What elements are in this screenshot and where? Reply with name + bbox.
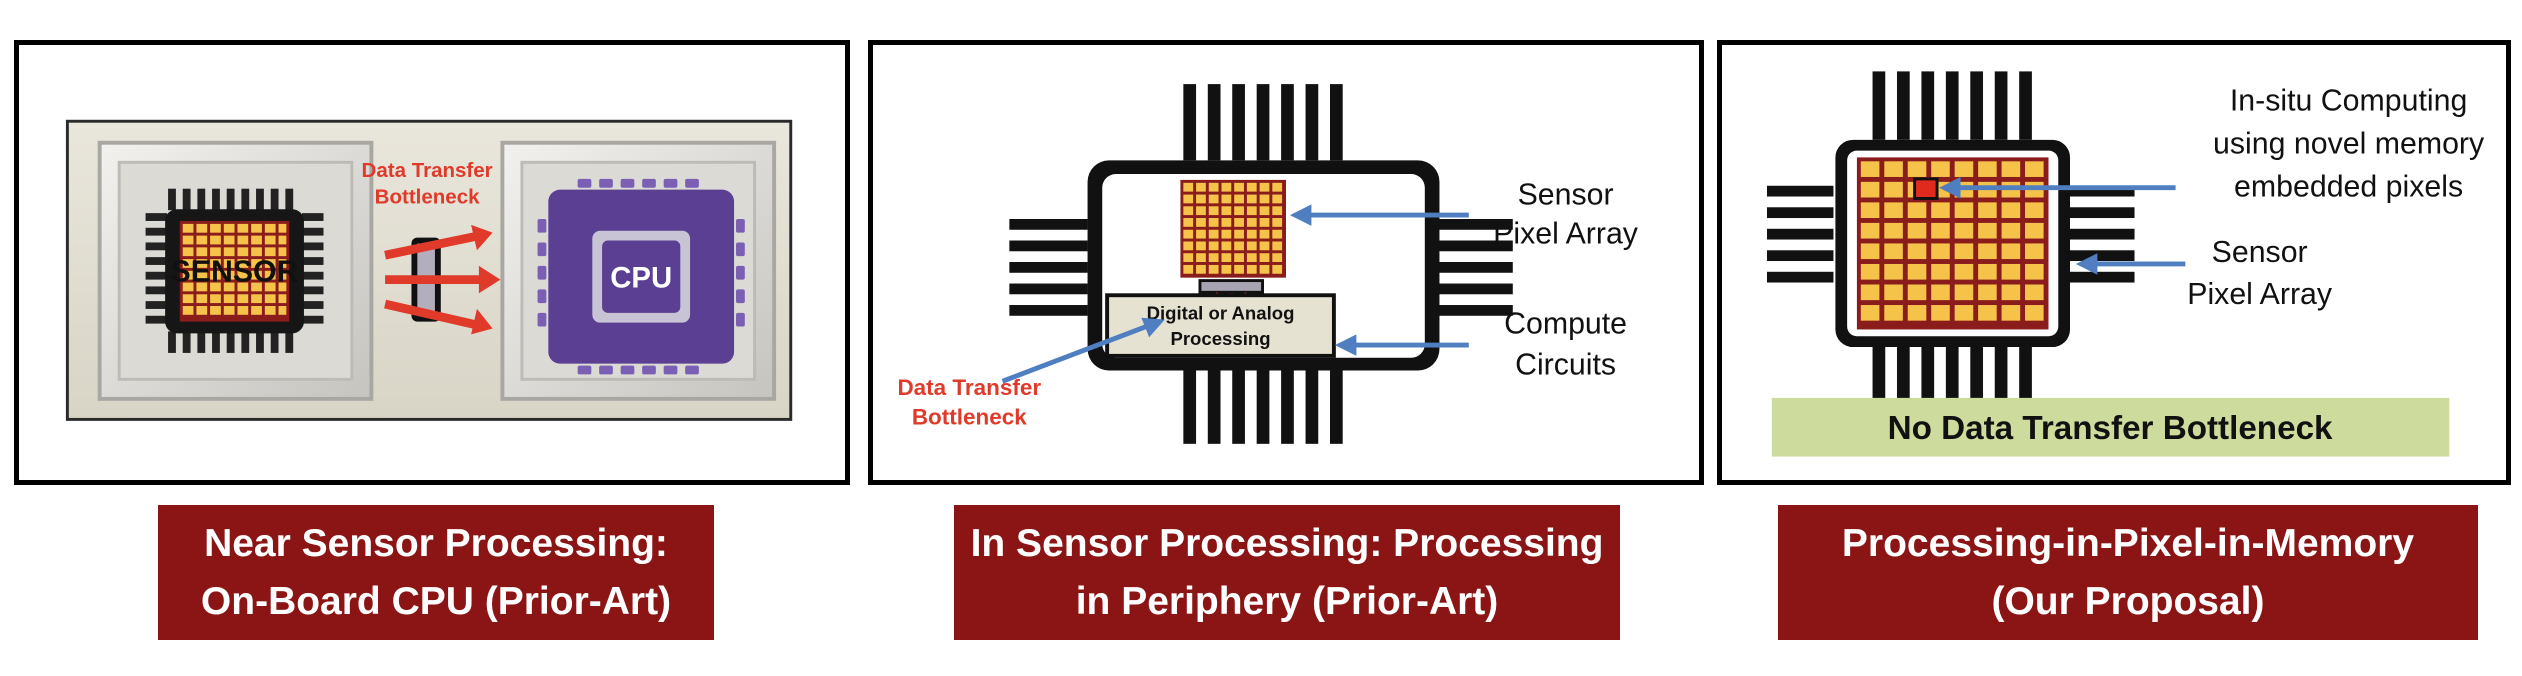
pixel-array-label-line1: Sensor xyxy=(1518,178,1614,211)
caption-near-line1: Near Sensor Processing: xyxy=(204,521,668,565)
caption-in-sensor: In Sensor Processing: Processing in Peri… xyxy=(954,505,1620,640)
processing-label-line1: Digital or Analog xyxy=(1147,303,1295,324)
pip-pixel-array-label-line2: Pixel Array xyxy=(2187,278,2333,311)
chip-pins xyxy=(1009,84,1513,444)
insitu-label-line1: In-situ Computing xyxy=(2230,84,2467,117)
pip-diagram: In-situ Computing using novel memory emb… xyxy=(1766,71,2485,457)
caption-near-line2: On-Board CPU (Prior-Art) xyxy=(200,579,672,623)
in-sensor-diagram: Digital or Analog Processing Sensor Pixe… xyxy=(897,84,1639,444)
processing-label-line2: Processing xyxy=(1170,328,1270,349)
chip-pins xyxy=(1766,71,2135,410)
bottleneck-pointer-arrow xyxy=(1001,324,1148,384)
cpu-label: CPU xyxy=(610,261,672,294)
in-sensor-bottleneck-label-line1: Data Transfer xyxy=(897,375,1041,400)
cpu-contacts xyxy=(537,178,745,375)
bottleneck-connector xyxy=(1198,279,1265,294)
compute-label-line2: Circuits xyxy=(1515,348,1616,381)
near-bottleneck-label-line1: Data Transfer xyxy=(362,159,493,182)
in-sensor-bottleneck-label-line2: Bottleneck xyxy=(912,404,1027,429)
caption-pip-line2: (Our Proposal) xyxy=(1991,579,2265,623)
near-sensor-diagram: SENSOR Data Transfer Bottleneck CPU xyxy=(65,119,793,421)
insitu-label-line3: embedded pixels xyxy=(2234,171,2463,204)
no-bottleneck-label: No Data Transfer Bottleneck xyxy=(1888,410,2333,447)
memory-embedded-pixel xyxy=(1913,177,1939,200)
panel-in-sensor: Digital or Analog Processing Sensor Pixe… xyxy=(868,40,1704,485)
caption-in-sensor-line2: in Periphery (Prior-Art) xyxy=(1075,579,1499,623)
panel-processing-in-pixel: In-situ Computing using novel memory emb… xyxy=(1717,40,2511,485)
no-bottleneck-banner xyxy=(1771,397,2450,457)
compute-label-line1: Compute xyxy=(1504,307,1627,340)
insitu-label-line2: using novel memory xyxy=(2213,128,2485,161)
caption-processing-in-pixel: Processing-in-Pixel-in-Memory (Our Propo… xyxy=(1778,505,2478,640)
caption-in-sensor-line1: In Sensor Processing: Processing xyxy=(970,521,1604,565)
pip-pixel-array-label-line1: Sensor xyxy=(2212,236,2308,269)
near-bottleneck-label-line2: Bottleneck xyxy=(375,185,480,208)
sensor-chip-pins xyxy=(145,188,324,353)
data-transfer-arrows xyxy=(384,224,501,335)
pixel-array-label-line2: Pixel Array xyxy=(1493,217,1639,250)
panel-near-sensor: SENSOR Data Transfer Bottleneck CPU xyxy=(14,40,850,485)
caption-near-sensor: Near Sensor Processing: On-Board CPU (Pr… xyxy=(158,505,714,640)
sensor-label: SENSOR xyxy=(171,256,299,289)
caption-pip-line1: Processing-in-Pixel-in-Memory xyxy=(1841,521,2415,565)
